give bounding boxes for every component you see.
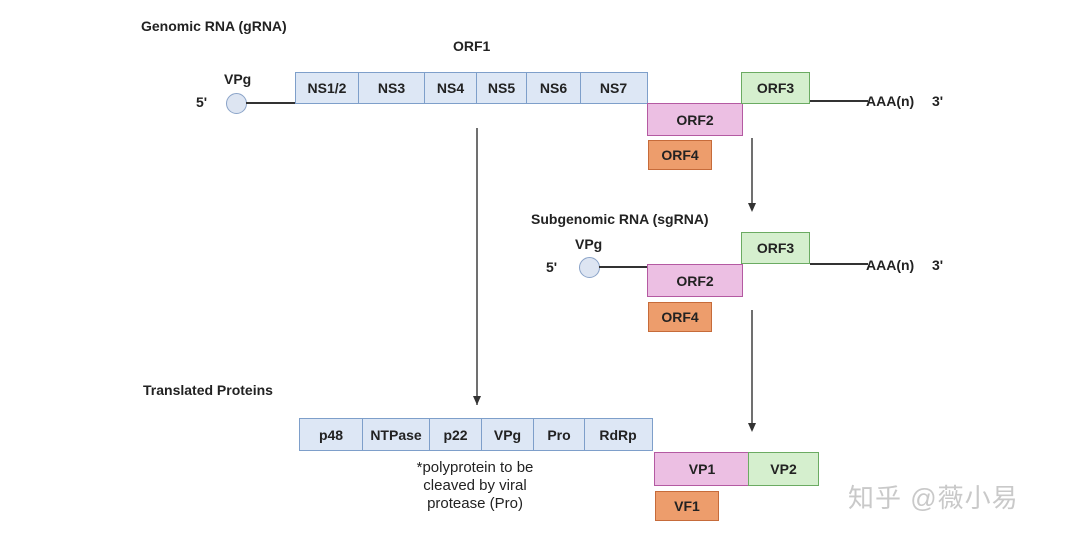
- polyprotein-segment: p48: [300, 419, 363, 450]
- orf1-box: NS1/2 NS3 NS4 NS5 NS6 NS7: [295, 72, 648, 104]
- note-line: protease (Pro): [427, 495, 523, 512]
- genomic-vpg-circle: [226, 93, 247, 114]
- genomic-rna-line-right: [810, 100, 868, 102]
- arrowhead: [473, 396, 481, 405]
- polyprotein-segment: p22: [430, 419, 482, 450]
- vp2-box: VP2: [748, 452, 819, 486]
- genomic-rna-line-left: [246, 102, 296, 104]
- polyprotein-box: p48 NTPase p22 VPg Pro RdRp: [299, 418, 653, 451]
- orf1-segment: NS1/2: [296, 73, 359, 103]
- genomic-orf3-box: ORF3: [741, 72, 810, 104]
- genomic-orf2-box: ORF2: [647, 103, 743, 136]
- genomic-rna-title: Genomic RNA (gRNA): [141, 18, 287, 34]
- watermark: 知乎 @薇小易: [848, 483, 1019, 513]
- polyprotein-segment: RdRp: [599, 426, 637, 443]
- subgenomic-five-prime: 5': [546, 259, 558, 275]
- orf1-segment: NS5: [477, 73, 527, 103]
- note-line: cleaved by viral: [423, 477, 527, 494]
- subgenomic-rna-title: Subgenomic RNA (sgRNA): [531, 211, 709, 227]
- vp1-box: VP1: [654, 452, 750, 486]
- polyprotein-segment: NTPase: [363, 419, 430, 450]
- orf1-segment: NS7: [599, 80, 628, 96]
- polyprotein-segment: Pro: [534, 419, 585, 450]
- subgenomic-polya: AAA(n): [866, 257, 915, 273]
- subgenomic-orf3-box: ORF3: [741, 232, 810, 264]
- genomic-orf4-box: ORF4: [648, 140, 712, 170]
- subgenomic-orf4-box: ORF4: [648, 302, 712, 332]
- subgenomic-rna-line-right: [810, 263, 868, 265]
- genomic-polya: AAA(n): [866, 93, 915, 109]
- polyprotein-segment: VPg: [482, 419, 534, 450]
- genomic-three-prime: 3': [932, 93, 944, 109]
- orf1-segment: NS6: [527, 73, 581, 103]
- orf1-segment: NS4: [425, 73, 477, 103]
- subgenomic-vpg-circle: [579, 257, 600, 278]
- orf1-label: ORF1: [453, 38, 491, 54]
- genomic-five-prime: 5': [196, 94, 208, 110]
- subgenomic-three-prime: 3': [932, 257, 944, 273]
- translated-proteins-title: Translated Proteins: [143, 382, 273, 398]
- genomic-vpg-label: VPg: [224, 71, 252, 87]
- note-line: *polyprotein to be: [416, 459, 534, 476]
- subgenomic-rna-line-left: [599, 266, 649, 268]
- subgenomic-vpg-label: VPg: [575, 236, 603, 252]
- subgenomic-orf2-box: ORF2: [647, 264, 743, 297]
- orf1-segment: NS3: [359, 73, 425, 103]
- polyprotein-note: *polyprotein to be cleaved by viral prot…: [375, 459, 575, 513]
- vf1-box: VF1: [655, 491, 719, 521]
